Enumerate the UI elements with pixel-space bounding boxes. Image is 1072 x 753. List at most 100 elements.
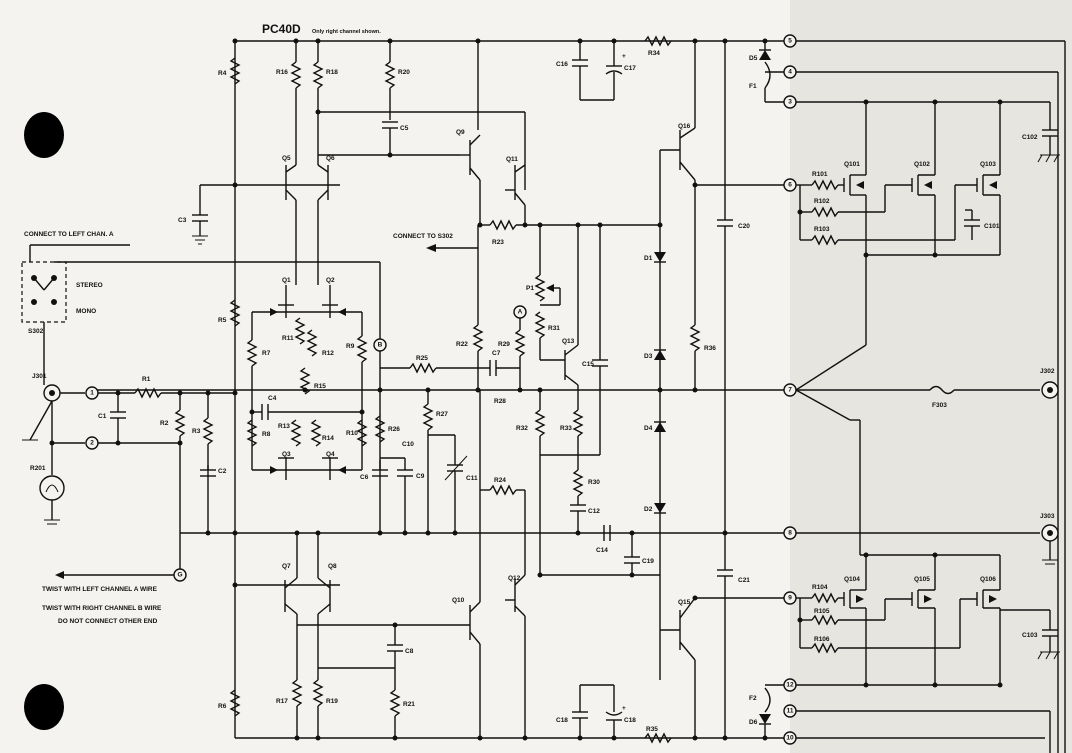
svg-text:R12: R12 xyxy=(322,350,334,357)
schematic-subtitle: Only right channel shown. xyxy=(312,29,381,35)
svg-text:C16: C16 xyxy=(556,61,568,68)
svg-text:S302: S302 xyxy=(28,328,44,335)
svg-text:Q10: Q10 xyxy=(452,597,465,604)
svg-text:R16: R16 xyxy=(276,69,288,76)
svg-text:Q2: Q2 xyxy=(326,277,335,284)
svg-text:TWIST WITH RIGHT CHANNEL B WIR: TWIST WITH RIGHT CHANNEL B WIRE xyxy=(42,605,162,612)
svg-text:R18: R18 xyxy=(326,69,338,76)
svg-text:7: 7 xyxy=(788,387,792,394)
svg-text:R105: R105 xyxy=(814,608,830,615)
svg-text:R28: R28 xyxy=(494,398,506,405)
svg-text:R31: R31 xyxy=(548,325,560,332)
svg-text:R25: R25 xyxy=(416,355,428,362)
svg-text:R3: R3 xyxy=(192,428,201,435)
svg-text:D4: D4 xyxy=(644,425,653,432)
svg-text:R5: R5 xyxy=(218,317,227,324)
svg-text:C19: C19 xyxy=(642,558,654,565)
svg-text:C11: C11 xyxy=(466,475,478,482)
svg-text:C103: C103 xyxy=(1022,632,1038,639)
svg-text:R7: R7 xyxy=(262,350,271,357)
output-mosfets: C102 Q101 Q102 Q103 R101 xyxy=(795,40,1066,753)
svg-text:C2: C2 xyxy=(218,468,227,475)
svg-text:+: + xyxy=(622,705,626,712)
svg-text:C17: C17 xyxy=(624,65,636,72)
svg-text:3: 3 xyxy=(788,99,792,106)
svg-text:R11: R11 xyxy=(282,335,294,342)
svg-text:C5: C5 xyxy=(400,125,409,132)
svg-text:Q101: Q101 xyxy=(844,161,860,168)
svg-text:C8: C8 xyxy=(405,648,414,655)
svg-text:R30: R30 xyxy=(588,479,600,486)
svg-text:Q105: Q105 xyxy=(914,576,930,583)
svg-text:D6: D6 xyxy=(749,719,758,726)
svg-text:12: 12 xyxy=(786,682,794,689)
svg-text:R101: R101 xyxy=(812,171,828,178)
svg-text:Q6: Q6 xyxy=(326,155,335,162)
svg-text:Q5: Q5 xyxy=(282,155,291,162)
svg-text:Q104: Q104 xyxy=(844,576,860,583)
svg-text:Q1: Q1 xyxy=(282,277,291,284)
svg-text:R201: R201 xyxy=(30,465,46,472)
svg-text:+: + xyxy=(622,53,626,60)
svg-text:Q8: Q8 xyxy=(328,563,337,570)
svg-text:R104: R104 xyxy=(812,584,828,591)
svg-text:D2: D2 xyxy=(644,506,653,513)
svg-text:C102: C102 xyxy=(1022,134,1038,141)
output-drivers: Q16 R36 C20 D1 D3 D4 D2 C21 xyxy=(644,41,785,738)
svg-text:Q13: Q13 xyxy=(562,338,575,345)
svg-text:R102: R102 xyxy=(814,198,830,205)
svg-text:C10: C10 xyxy=(402,441,414,448)
svg-text:C14: C14 xyxy=(596,547,608,554)
svg-text:A: A xyxy=(518,309,523,316)
svg-text:1: 1 xyxy=(90,390,94,397)
svg-text:R33: R33 xyxy=(560,425,572,432)
svg-text:R32: R32 xyxy=(516,425,528,432)
svg-text:CONNECT TO LEFT CHAN. A: CONNECT TO LEFT CHAN. A xyxy=(24,231,114,238)
second-stage: R16 R18 R20 C5 Q5 Q6 xyxy=(178,41,526,285)
svg-text:R13: R13 xyxy=(278,423,290,430)
terminal-strip: D5 F1 5 4 3 6 7 8 9 12 11 10 F2 D6 xyxy=(749,34,797,745)
input-section: J301 1 R1 C1 2 R201 R2 xyxy=(22,373,235,625)
svg-text:STEREO: STEREO xyxy=(76,282,103,289)
svg-text:Q15: Q15 xyxy=(678,599,691,606)
svg-text:D1: D1 xyxy=(644,255,653,262)
svg-text:Q12: Q12 xyxy=(508,575,521,582)
svg-text:C6: C6 xyxy=(360,474,369,481)
input-stage: R4 R5 R6 Q1 Q2 R7 R9 R11 R12 xyxy=(218,57,368,717)
svg-text:R1: R1 xyxy=(142,376,151,383)
svg-text:R15: R15 xyxy=(314,383,326,390)
svg-text:Q7: Q7 xyxy=(282,563,291,570)
svg-text:R26: R26 xyxy=(388,426,400,433)
svg-text:Q103: Q103 xyxy=(980,161,996,168)
svg-text:C9: C9 xyxy=(416,473,425,480)
svg-text:J302: J302 xyxy=(1040,368,1055,375)
binder-hole-bottom xyxy=(24,684,64,730)
svg-text:R34: R34 xyxy=(648,50,660,57)
svg-text:R20: R20 xyxy=(398,69,410,76)
lower-stage: Q7 Q8 R17 R19 C8 R21 Q10 xyxy=(235,390,526,738)
driver-stage: Q9 Q11 R22 R23 CONNECT TO S302 R25 C7 xyxy=(360,41,660,533)
paper-shade-region xyxy=(790,0,1072,753)
svg-text:Q4: Q4 xyxy=(326,451,335,458)
svg-text:R22: R22 xyxy=(456,341,468,348)
svg-text:C15: C15 xyxy=(582,361,594,368)
svg-text:R36: R36 xyxy=(704,345,716,352)
svg-text:2: 2 xyxy=(90,440,94,447)
binder-hole-top xyxy=(24,112,64,158)
svg-text:11: 11 xyxy=(787,708,794,715)
svg-text:C18: C18 xyxy=(624,717,636,724)
svg-text:D3: D3 xyxy=(644,353,653,360)
svg-text:C7: C7 xyxy=(492,350,501,357)
svg-text:R6: R6 xyxy=(218,703,227,710)
svg-text:R17: R17 xyxy=(276,698,288,705)
svg-text:C1: C1 xyxy=(98,413,107,420)
supply-rails xyxy=(95,40,790,739)
svg-text:R24: R24 xyxy=(494,477,506,484)
svg-text:Q9: Q9 xyxy=(456,129,465,136)
svg-text:R106: R106 xyxy=(814,636,830,643)
svg-text:C21: C21 xyxy=(738,577,750,584)
svg-text:4: 4 xyxy=(788,69,792,76)
svg-text:R27: R27 xyxy=(436,411,448,418)
